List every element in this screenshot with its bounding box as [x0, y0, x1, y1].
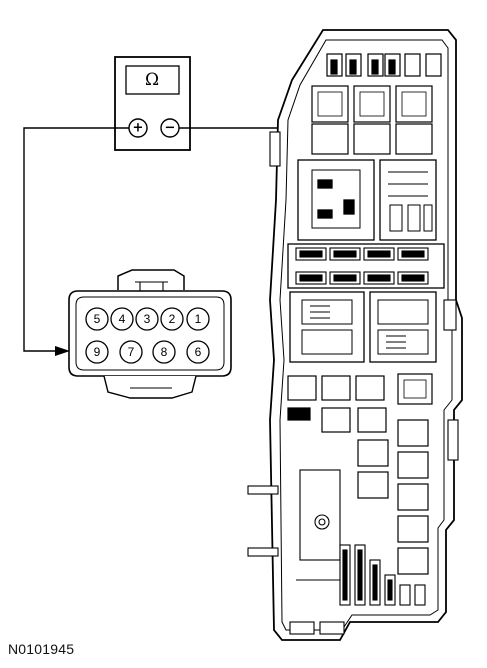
pin-label: 7	[128, 345, 135, 359]
relay-grid-top	[311, 85, 433, 155]
pin-7	[119, 340, 143, 364]
pin-8	[152, 340, 176, 364]
main-relay-block	[297, 159, 437, 241]
top-fuse-row	[326, 53, 442, 77]
multimeter: Ω + −	[114, 56, 191, 151]
positive-lead	[23, 127, 129, 352]
pin-1	[186, 307, 210, 331]
pin-2	[160, 307, 184, 331]
pin-label: 9	[94, 345, 101, 359]
side-tabs	[247, 131, 459, 557]
connector	[68, 269, 232, 399]
pin-label: 3	[144, 312, 151, 326]
pin-6	[186, 340, 210, 364]
pin-label: 8	[161, 345, 168, 359]
figure-id: N0101945	[8, 641, 75, 657]
middle-relay-block	[289, 291, 437, 363]
pin-4	[110, 307, 134, 331]
pin-9	[85, 340, 109, 364]
pin-label: 5	[94, 312, 101, 326]
fuse-box	[247, 29, 463, 641]
positive-terminal-label: +	[133, 121, 144, 136]
mini-fuse-rows	[287, 243, 445, 289]
pin-5	[85, 307, 109, 331]
lower-fuse-column	[357, 419, 429, 575]
pin-label: 2	[169, 312, 176, 326]
pin-label: 4	[119, 312, 126, 326]
meter-display	[125, 65, 180, 95]
pin-label: 1	[195, 312, 202, 326]
ohm-symbol: Ω	[145, 70, 159, 90]
lower-details	[289, 469, 426, 635]
negative-terminal-label: −	[165, 121, 176, 136]
pin-3	[135, 307, 159, 331]
pin-label: 6	[195, 345, 202, 359]
connector-pin-labels: 5 4 3 2 1 9 7 8 6	[94, 312, 202, 359]
lower-relay-row	[287, 373, 433, 433]
positive-lead-probe	[55, 346, 70, 356]
